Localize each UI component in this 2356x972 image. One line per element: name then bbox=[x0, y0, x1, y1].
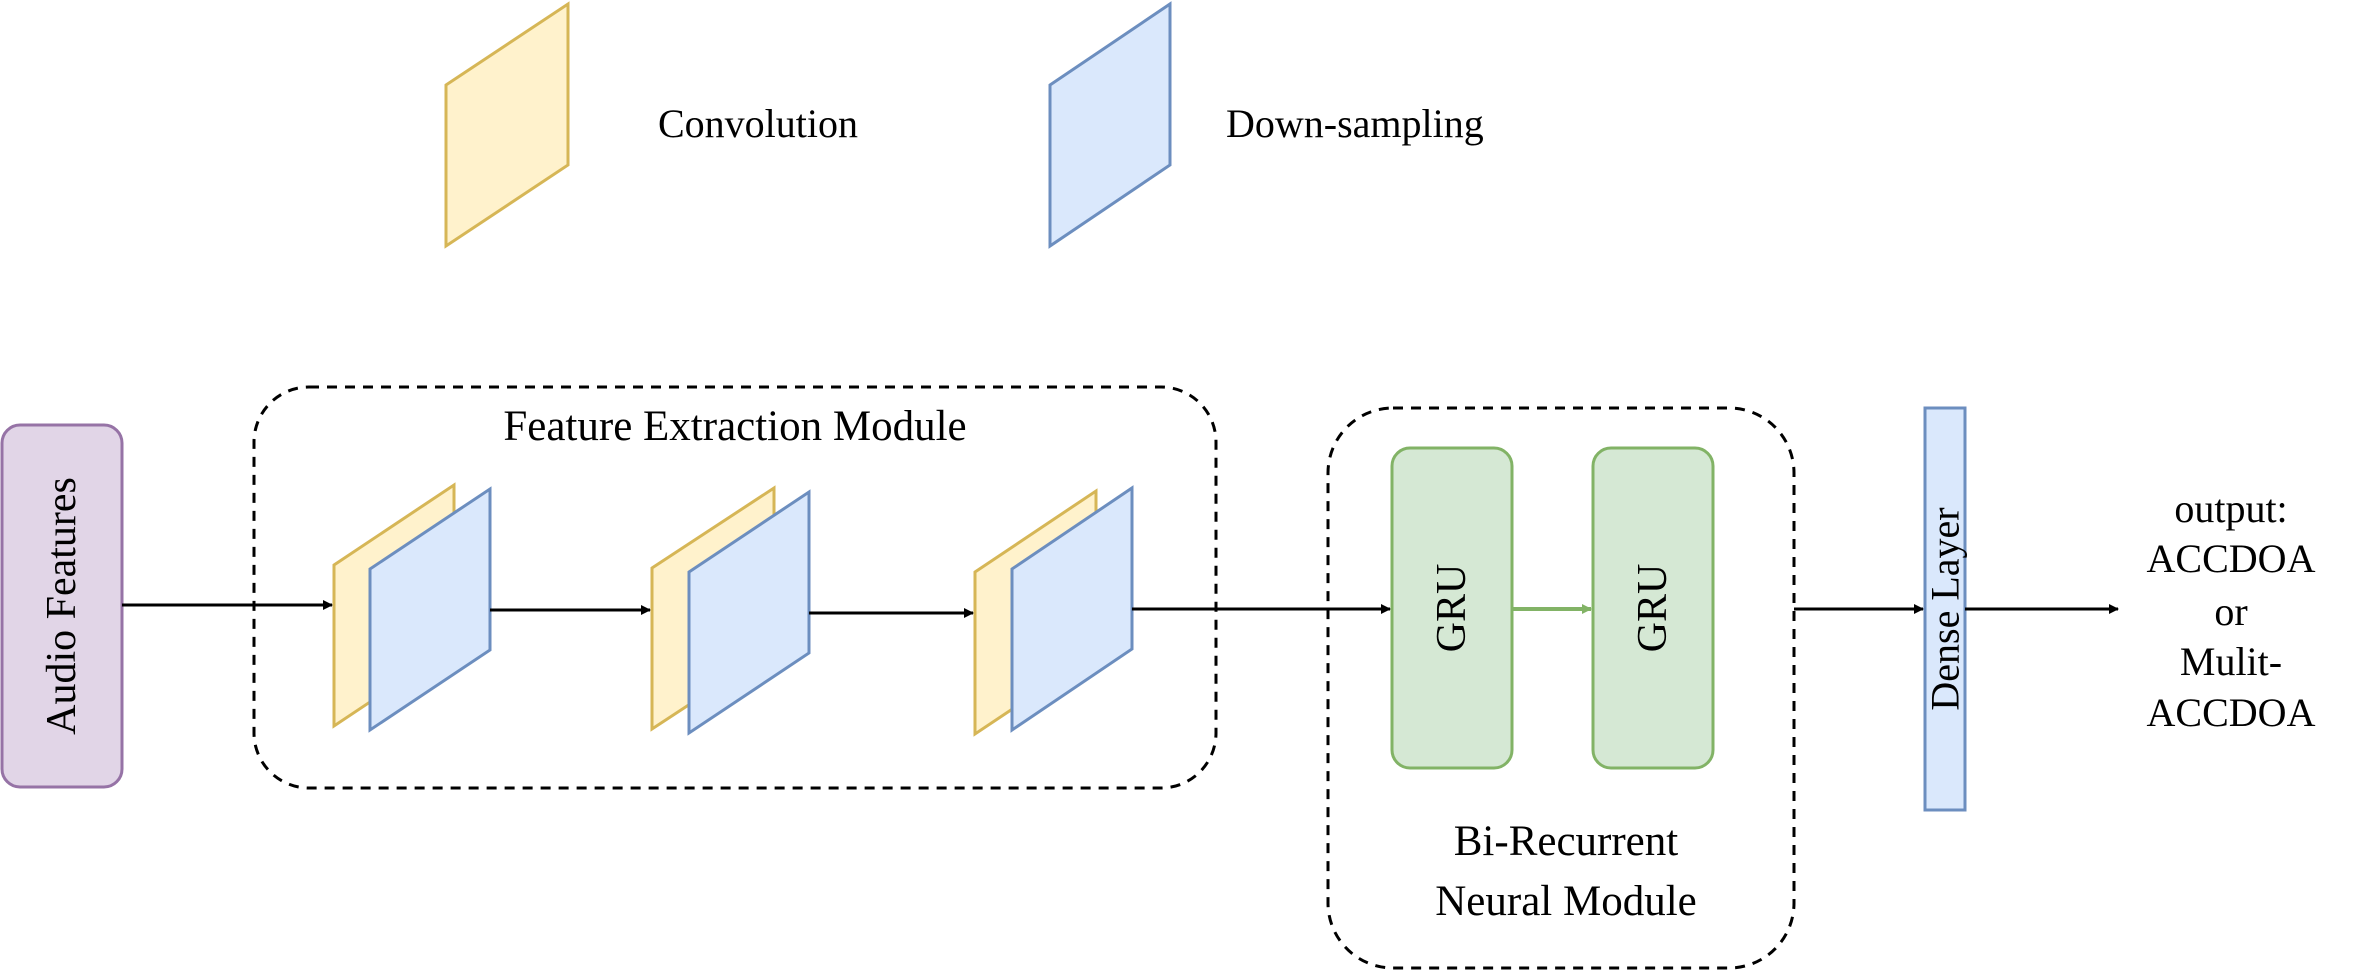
output-label-line4: Mulit- bbox=[2180, 639, 2282, 684]
output-label-line5: ACCDOA bbox=[2147, 690, 2316, 735]
legend-convolution-shape bbox=[444, 1, 570, 249]
downsampling-layer-1 bbox=[368, 486, 492, 733]
bi-recurrent-module bbox=[1326, 406, 1796, 970]
legend-downsampling-label: Down-sampling bbox=[1226, 101, 1484, 146]
gru-1-label: GRU bbox=[1429, 564, 1475, 653]
gru-block-2 bbox=[1591, 446, 1715, 770]
output-label-line3: or bbox=[2214, 589, 2247, 634]
legend-convolution-label: Convolution bbox=[658, 101, 858, 146]
legend-downsampling-shape bbox=[1048, 1, 1172, 249]
audio-features-label: Audio Features bbox=[39, 477, 85, 735]
downsampling-layer-2 bbox=[687, 489, 811, 736]
bi-recurrent-module-label-line2: Neural Module bbox=[1435, 878, 1697, 925]
output-label-line1: output: bbox=[2174, 486, 2287, 531]
feature-extraction-module bbox=[252, 385, 1218, 790]
bi-recurrent-module-label-line1: Bi-Recurrent bbox=[1454, 818, 1679, 865]
gru-2-label: GRU bbox=[1630, 564, 1676, 653]
dense-layer-block bbox=[1923, 406, 1967, 812]
output-label-line2: ACCDOA bbox=[2147, 536, 2316, 581]
dense-layer-label: Dense Layer bbox=[1923, 507, 1968, 710]
downsampling-layer-3 bbox=[1010, 485, 1134, 733]
feature-extraction-module-label: Feature Extraction Module bbox=[503, 403, 966, 450]
